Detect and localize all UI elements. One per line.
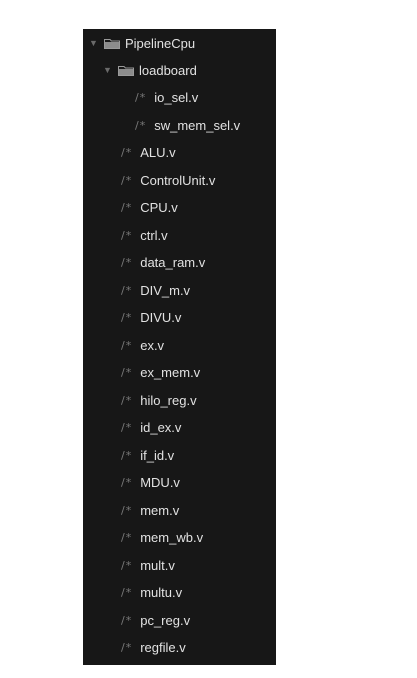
file-label: pc_reg.v — [140, 612, 191, 628]
folder-open-icon — [104, 38, 120, 49]
file-label: mult.v — [140, 557, 175, 573]
file-item[interactable]: /* io_sel.v — [135, 85, 198, 109]
file-item[interactable]: /* sw_mem_sel.v — [135, 113, 240, 137]
file-label: ControlUnit.v — [140, 172, 216, 188]
file-item[interactable]: /* regfile.v — [121, 635, 186, 659]
file-comment-icon: /* — [121, 283, 133, 297]
file-item[interactable]: /* mult.v — [121, 553, 175, 577]
file-label: ex_mem.v — [140, 364, 201, 380]
file-comment-icon: /* — [121, 503, 133, 517]
file-label: sw_mem_sel.v — [154, 117, 241, 133]
file-label: hilo_reg.v — [140, 392, 197, 408]
file-comment-icon: /* — [121, 338, 133, 352]
file-comment-icon: /* — [121, 448, 133, 462]
file-comment-icon: /* — [121, 145, 133, 159]
file-item[interactable]: /* ControlUnit.v — [121, 168, 215, 192]
file-item[interactable]: /* mem.v — [121, 498, 179, 522]
folder-pipelinecpu[interactable]: ▼ PipelineCpu — [89, 31, 195, 55]
file-label: regfile.v — [140, 639, 186, 655]
file-comment-icon: /* — [121, 393, 133, 407]
file-label: multu.v — [140, 584, 183, 600]
file-label: DIV_m.v — [140, 282, 191, 298]
file-label: DIVU.v — [140, 309, 182, 325]
file-comment-icon: /* — [121, 365, 133, 379]
file-item[interactable]: /* ex.v — [121, 333, 164, 357]
file-item[interactable]: /* data_ram.v — [121, 250, 205, 274]
file-comment-icon: /* — [121, 310, 133, 324]
file-label: CPU.v — [140, 199, 178, 215]
file-label: id_ex.v — [140, 419, 182, 435]
folder-loadboard[interactable]: ▼ loadboard — [103, 58, 197, 82]
file-comment-icon: /* — [121, 200, 133, 214]
file-label: mem.v — [140, 502, 180, 518]
file-label: ex.v — [140, 337, 165, 353]
folder-open-icon — [118, 65, 134, 76]
file-item[interactable]: /* mem_wb.v — [121, 525, 203, 549]
file-item[interactable]: /* CPU.v — [121, 195, 178, 219]
file-label: ALU.v — [140, 144, 176, 160]
file-comment-icon: /* — [135, 90, 147, 104]
file-item[interactable]: /* if_id.v — [121, 443, 174, 467]
file-comment-icon: /* — [121, 173, 133, 187]
file-comment-icon: /* — [121, 558, 133, 572]
file-comment-icon: /* — [121, 228, 133, 242]
file-comment-icon: /* — [121, 640, 133, 654]
file-item[interactable]: /* hilo_reg.v — [121, 388, 197, 412]
folder-label: PipelineCpu — [125, 35, 196, 51]
folder-label: loadboard — [139, 62, 197, 78]
file-item[interactable]: /* ALU.v — [121, 140, 176, 164]
file-item[interactable]: /* multu.v — [121, 580, 182, 604]
chevron-down-icon[interactable]: ▼ — [89, 38, 98, 48]
file-comment-icon: /* — [121, 475, 133, 489]
file-label: io_sel.v — [154, 89, 199, 105]
file-item[interactable]: /* ctrl.v — [121, 223, 168, 247]
file-tree-panel: ▼ PipelineCpu ▼ loadboard /* io_sel.v /*… — [83, 29, 276, 665]
file-item[interactable]: /* DIV_m.v — [121, 278, 190, 302]
file-comment-icon: /* — [121, 613, 133, 627]
file-label: data_ram.v — [140, 254, 206, 270]
file-comment-icon: /* — [121, 530, 133, 544]
file-label: MDU.v — [140, 474, 180, 490]
file-comment-icon: /* — [121, 255, 133, 269]
file-comment-icon: /* — [121, 585, 133, 599]
file-item[interactable]: /* pc_reg.v — [121, 608, 190, 632]
file-comment-icon: /* — [121, 420, 133, 434]
file-item[interactable]: /* MDU.v — [121, 470, 180, 494]
chevron-down-icon[interactable]: ▼ — [103, 65, 112, 75]
file-item[interactable]: /* ex_mem.v — [121, 360, 200, 384]
file-comment-icon: /* — [135, 118, 147, 132]
file-item[interactable]: /* DIVU.v — [121, 305, 181, 329]
file-label: mem_wb.v — [140, 529, 204, 545]
file-label: ctrl.v — [140, 227, 168, 243]
file-item[interactable]: /* id_ex.v — [121, 415, 181, 439]
file-label: if_id.v — [140, 447, 175, 463]
